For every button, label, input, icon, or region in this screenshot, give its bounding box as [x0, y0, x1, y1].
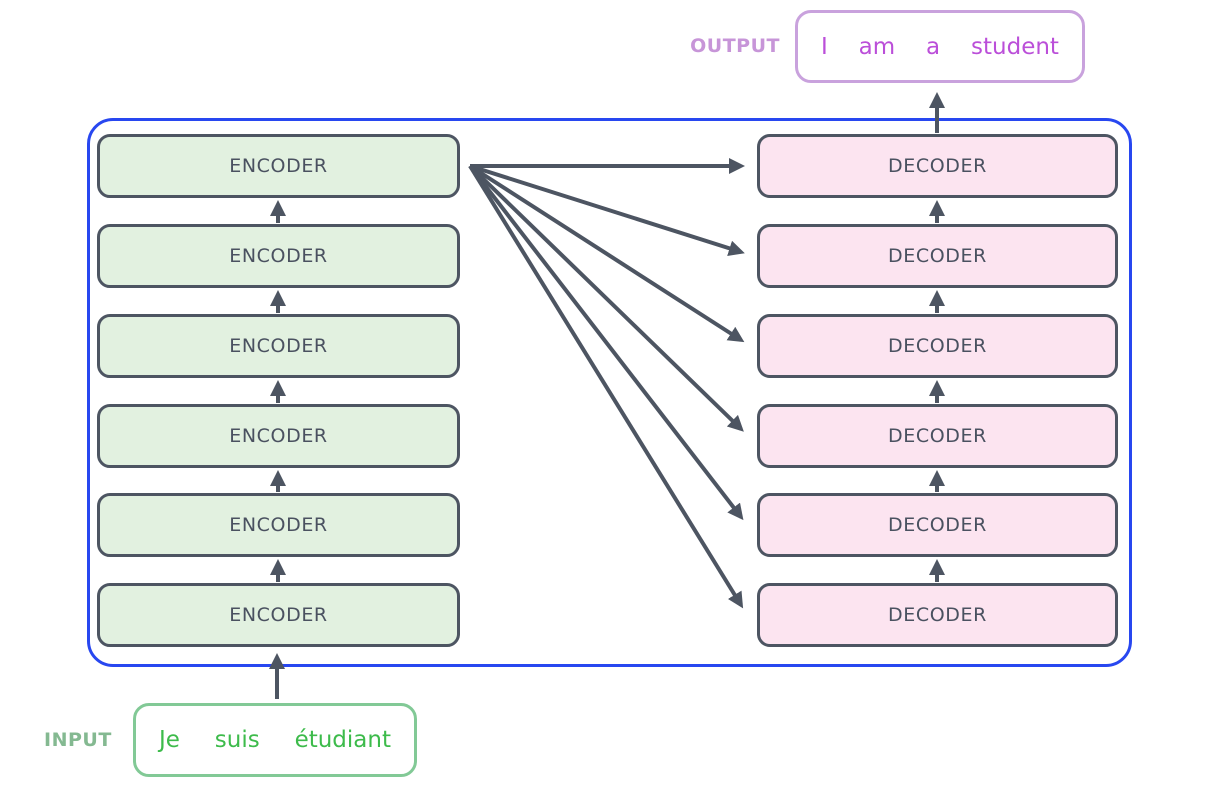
encoder-label: ENCODER [229, 245, 328, 267]
output-token: student [971, 33, 1059, 60]
decoder-box-2: DECODER [757, 224, 1118, 288]
decoder-label: DECODER [888, 155, 987, 177]
decoder-box-5: DECODER [757, 493, 1118, 557]
encoder-label: ENCODER [229, 514, 328, 536]
encoder-box-2: ENCODER [97, 224, 460, 288]
output-token: a [926, 33, 941, 60]
arrow-encoder1-to-decoder2 [469, 164, 745, 256]
output-label: OUTPUT [690, 35, 780, 57]
input-label: INPUT [44, 729, 112, 751]
encoder-box-5: ENCODER [97, 493, 460, 557]
encoder-label: ENCODER [229, 335, 328, 357]
input-token: suis [214, 727, 260, 753]
arrow-encoder1-to-decoder4 [468, 164, 744, 432]
encoder-box-1: ENCODER [97, 134, 460, 198]
input-token: Je [159, 727, 180, 753]
encoder-label: ENCODER [229, 155, 328, 177]
decoder-label: DECODER [888, 425, 987, 447]
encoder-label: ENCODER [229, 425, 328, 447]
decoder-box-3: DECODER [757, 314, 1118, 378]
encoder-box-4: ENCODER [97, 404, 460, 468]
decoder-label: DECODER [888, 604, 987, 626]
arrow-encoder1-to-decoder5 [468, 164, 744, 521]
arrow-encoder1-to-decoder6 [468, 164, 744, 609]
decoder-box-4: DECODER [757, 404, 1118, 468]
output-token: am [858, 33, 896, 60]
input-token: étudiant [294, 727, 391, 753]
encoder-box-3: ENCODER [97, 314, 460, 378]
input-sentence-box: Je suis étudiant [133, 703, 417, 777]
arrow-encoder1-to-decoder3 [468, 164, 745, 343]
encoder-label: ENCODER [229, 604, 328, 626]
model-container-frame [87, 118, 1132, 667]
output-sentence-box: I am a student [795, 10, 1085, 83]
decoder-box-1: DECODER [757, 134, 1118, 198]
decoder-label: DECODER [888, 245, 987, 267]
decoder-label: DECODER [888, 335, 987, 357]
decoder-box-6: DECODER [757, 583, 1118, 647]
output-token: I [821, 33, 828, 60]
encoder-box-6: ENCODER [97, 583, 460, 647]
decoder-label: DECODER [888, 514, 987, 536]
